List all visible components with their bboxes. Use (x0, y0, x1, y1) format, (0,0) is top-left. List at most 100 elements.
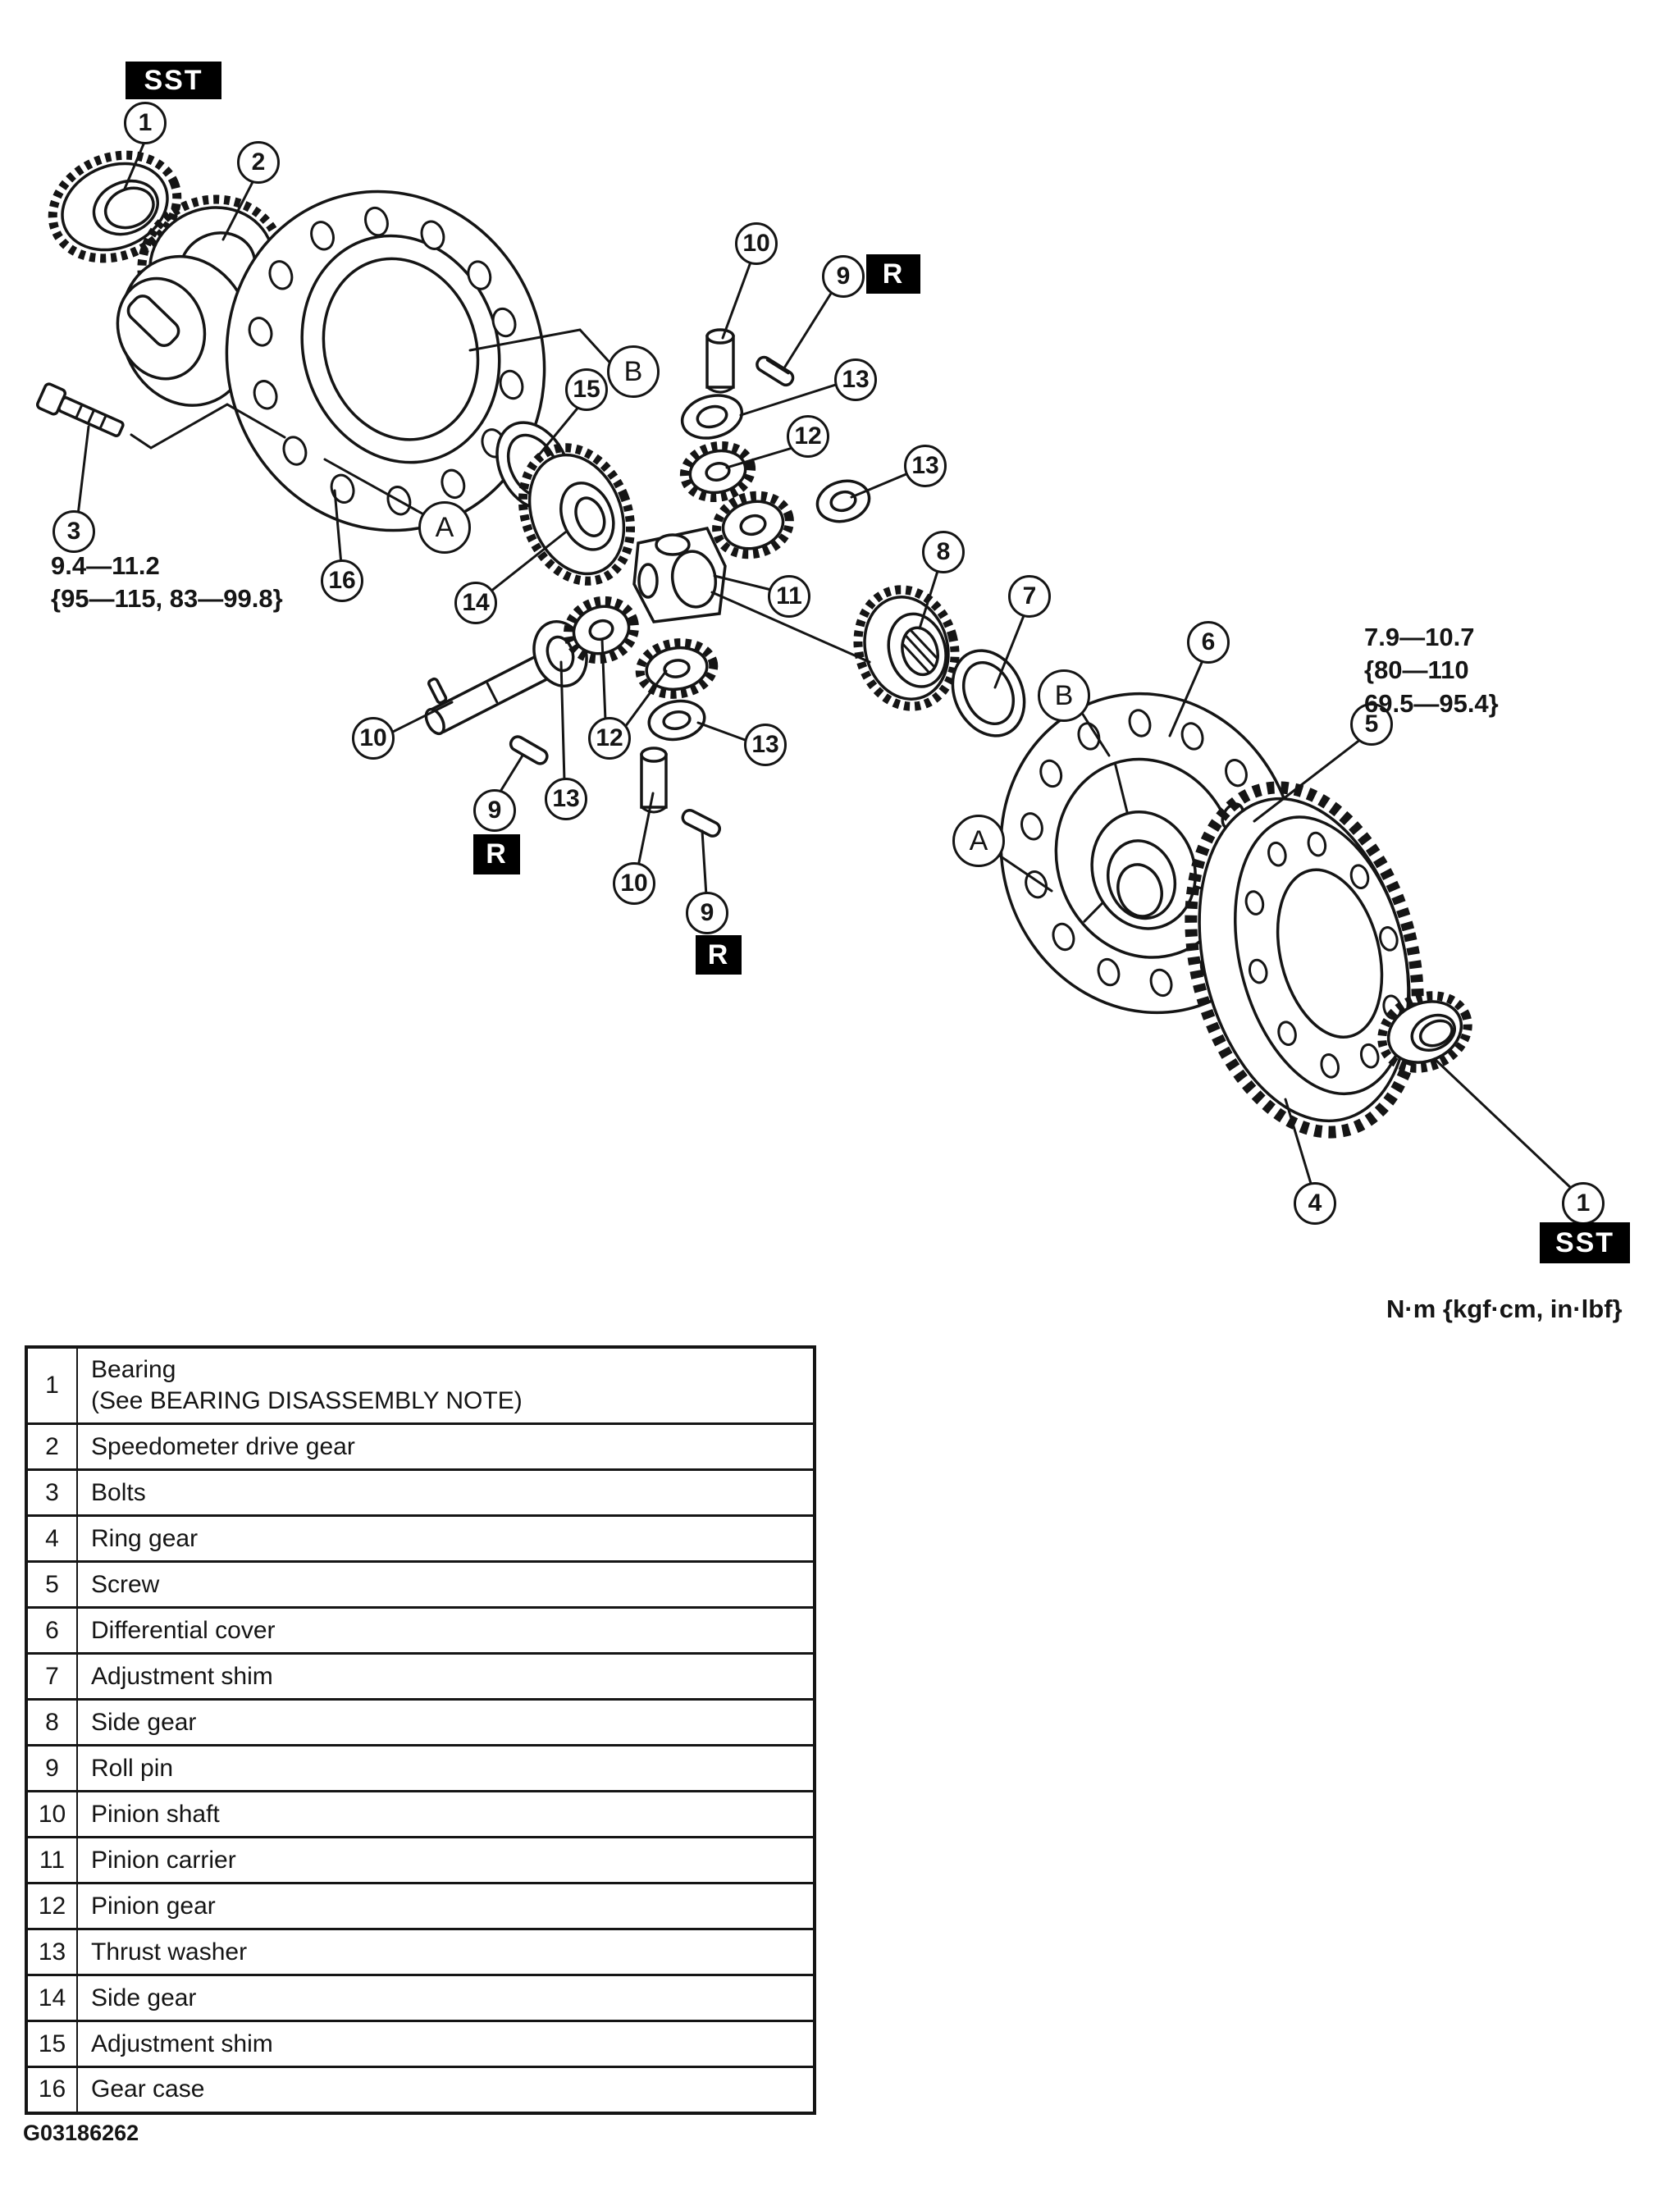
sst-tag: SST (1540, 1222, 1630, 1263)
part-name: Side gear (77, 1698, 815, 1747)
part-pinion-gear-2 (712, 491, 794, 559)
part-pinion-gear-3 (564, 596, 639, 664)
part-bearing-top (48, 150, 182, 263)
callout-13: 13 (545, 778, 587, 820)
callout-b: B (607, 345, 660, 398)
part-number: 8 (26, 1698, 78, 1747)
callout-10: 10 (613, 862, 655, 905)
part-name-text: Adjustment shim (91, 1662, 273, 1690)
torque-spec-line: 7.9—10.7 (1364, 623, 1475, 651)
callout-b: B (1038, 669, 1090, 722)
torque-spec-line: {80—110 (1364, 655, 1469, 685)
callout-12: 12 (787, 415, 829, 458)
table-row: 11 Pinion carrier (26, 1836, 815, 1884)
part-pinion-shaft-pin-top (705, 328, 735, 394)
part-side-gear-left (518, 443, 636, 586)
part-number: 10 (26, 1790, 78, 1838)
part-name: Roll pin (77, 1744, 815, 1792)
part-number: 2 (26, 1422, 78, 1471)
part-gear-case (116, 189, 546, 532)
callout-8: 8 (922, 531, 965, 573)
part-name: Bearing (See BEARING DISASSEMBLY NOTE) (77, 1345, 815, 1425)
part-name: Gear case (77, 2066, 815, 2114)
part-name-text: Ring gear (91, 1524, 199, 1552)
callout-15: 15 (565, 368, 608, 411)
part-name-text: Pinion carrier (91, 1846, 236, 1874)
callout-a: A (952, 815, 1005, 867)
part-pinion-gear-1 (679, 441, 756, 502)
part-number: 5 (26, 1560, 78, 1609)
callout-9: 9 (686, 892, 728, 934)
r-tag: R (473, 834, 520, 874)
exploded-diagram (35, 139, 1573, 1190)
part-name: Pinion gear (77, 1882, 815, 1930)
part-name-text: Side gear (91, 1708, 197, 1736)
part-pinion-shaft (424, 653, 554, 736)
part-name: Screw (77, 1560, 815, 1609)
callout-12: 12 (588, 717, 631, 760)
table-row: 15 Adjustment shim (26, 2020, 815, 2068)
leader-lines (76, 139, 1573, 1190)
callout-2: 2 (237, 141, 280, 184)
table-row: 10 Pinion shaft (26, 1790, 815, 1838)
callout-1: 1 (1562, 1182, 1605, 1225)
callout-10: 10 (735, 222, 778, 265)
r-tag: R (866, 254, 920, 294)
part-thrust-washer-4 (647, 699, 706, 742)
part-thrust-washer-2 (815, 479, 871, 523)
part-roll-pin-bottom (681, 808, 722, 838)
part-pinion-carrier (632, 526, 727, 623)
callout-16: 16 (321, 559, 363, 602)
part-name-text: Bolts (91, 1478, 146, 1506)
part-thrust-washer-1 (680, 394, 744, 440)
part-name: Pinion carrier (77, 1836, 815, 1884)
part-number: 4 (26, 1514, 78, 1563)
callout-3: 3 (52, 510, 95, 553)
table-row: 1 Bearing (See BEARING DISASSEMBLY NOTE) (26, 1345, 815, 1425)
callout-13: 13 (744, 724, 787, 766)
part-name: Adjustment shim (77, 2020, 815, 2068)
callout-1: 1 (124, 102, 167, 144)
part-number: 16 (26, 2066, 78, 2114)
part-number: 15 (26, 2020, 78, 2068)
part-name-note: (See BEARING DISASSEMBLY NOTE) (91, 1387, 523, 1414)
table-row: 14 Side gear (26, 1974, 815, 2022)
part-name: Speedometer drive gear (77, 1422, 815, 1471)
part-name: Thrust washer (77, 1928, 815, 1976)
figure-id: G03186262 (23, 2121, 139, 2145)
part-pinion-shaft-pin-bottom (640, 747, 668, 814)
part-name-text: Differential cover (91, 1616, 276, 1644)
part-name-text: Adjustment shim (91, 2030, 273, 2057)
part-name: Side gear (77, 1974, 815, 2022)
callout-5: 5 (1350, 703, 1393, 746)
part-number: 1 (26, 1345, 78, 1425)
table-row: 4 Ring gear (26, 1514, 815, 1563)
r-tag: R (696, 935, 742, 975)
part-name-text: Pinion shaft (91, 1800, 220, 1828)
table-row: 5 Screw (26, 1560, 815, 1609)
part-number: 11 (26, 1836, 78, 1884)
part-name-text: Side gear (91, 1984, 197, 2011)
callout-13: 13 (834, 358, 877, 401)
part-name-text: Screw (91, 1570, 160, 1598)
callout-11: 11 (768, 575, 810, 618)
part-number: 14 (26, 1974, 78, 2022)
part-number: 13 (26, 1928, 78, 1976)
part-number: 3 (26, 1468, 78, 1517)
part-name-text: Pinion gear (91, 1892, 216, 1920)
part-name-text: Bearing (91, 1356, 176, 1383)
part-ring-gear (1185, 781, 1424, 1139)
part-bearing-bottom (1377, 991, 1472, 1073)
part-adjustment-shim-right (951, 649, 1026, 737)
part-number: 9 (26, 1744, 78, 1792)
callout-6: 6 (1187, 621, 1230, 664)
